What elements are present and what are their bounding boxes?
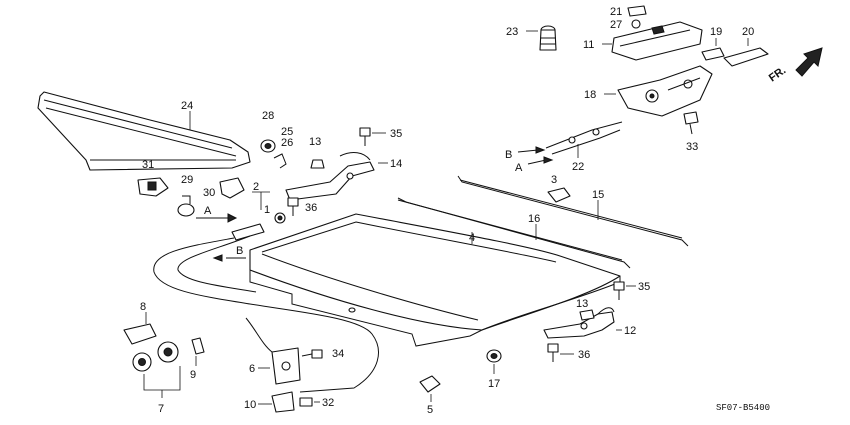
rear-spoiler[interactable] — [37, 91, 251, 171]
trunk-latch[interactable] — [245, 317, 301, 385]
bumper-17[interactable] — [486, 349, 502, 363]
cable-label-b-right: B — [505, 149, 512, 161]
trunk-opener-cable[interactable] — [153, 235, 379, 393]
bolt-35-upper[interactable] — [359, 127, 371, 146]
cable-label-b: B — [236, 245, 243, 257]
callout-4: 4 — [469, 232, 475, 244]
opener-cable-end[interactable] — [231, 212, 286, 241]
opener-cover-11[interactable] — [611, 21, 703, 61]
fuel-opener-23[interactable] — [539, 25, 557, 51]
callout-18: 18 — [584, 89, 596, 101]
callout-26: 26 — [281, 137, 293, 149]
callout-11: 11 — [583, 39, 594, 51]
callout-33: 33 — [686, 141, 698, 153]
spoiler-cap[interactable] — [260, 139, 276, 153]
latch-switch-10[interactable] — [271, 391, 295, 413]
callout-9: 9 — [190, 369, 196, 381]
clip-31[interactable] — [137, 177, 169, 197]
lever-20[interactable] — [723, 47, 769, 67]
diagram-code: SF07-B5400 — [716, 403, 770, 413]
clip-13-upper[interactable] — [310, 159, 325, 169]
bolt-34[interactable] — [301, 349, 323, 359]
callout-36-lower: 36 — [578, 349, 590, 361]
support-rod-16[interactable] — [397, 197, 631, 269]
bolt-36-lower[interactable] — [547, 343, 559, 362]
callout-29: 29 — [181, 174, 193, 186]
callout-34: 34 — [332, 348, 344, 360]
callout-35-lower: 35 — [638, 281, 650, 293]
callout-2: 2 — [253, 181, 259, 193]
callout-14: 14 — [390, 158, 402, 170]
cable-label-a: A — [204, 205, 212, 217]
callout-13-lower: 13 — [576, 298, 588, 310]
bolt-36-upper[interactable] — [287, 197, 299, 216]
callout-6: 6 — [249, 363, 255, 375]
screw-32[interactable] — [299, 397, 313, 407]
callout-15: 15 — [592, 189, 604, 201]
callout-19: 19 — [710, 26, 722, 38]
cushion-3[interactable] — [547, 187, 571, 203]
opener-cable-22[interactable] — [545, 121, 623, 155]
button-21[interactable] — [627, 5, 647, 17]
callout-20: 20 — [742, 26, 754, 38]
callout-12: 12 — [624, 325, 636, 337]
bolt-33[interactable] — [683, 111, 699, 135]
callout-30: 30 — [203, 187, 215, 199]
trunk-hinge-left[interactable] — [285, 152, 375, 201]
callout-21: 21 — [610, 6, 622, 18]
callout-5: 5 — [427, 404, 433, 416]
callout-17: 17 — [488, 378, 500, 390]
callout-24: 24 — [181, 100, 193, 112]
knob-19[interactable] — [701, 47, 725, 61]
cable-label-a-right: A — [515, 162, 523, 174]
callout-28: 28 — [262, 110, 274, 122]
callout-8: 8 — [140, 301, 146, 313]
callout-31: 31 — [142, 159, 154, 171]
front-direction-arrow: FR. — [767, 47, 823, 84]
callout-7: 7 — [158, 403, 164, 415]
spoiler-stud[interactable] — [273, 153, 287, 169]
clip-29[interactable] — [177, 195, 195, 217]
trunk-lid[interactable] — [249, 213, 621, 347]
callout-10: 10 — [244, 399, 256, 411]
bolt-35-lower[interactable] — [613, 281, 625, 300]
callout-22: 22 — [572, 161, 584, 173]
callout-1: 1 — [264, 204, 270, 216]
clip-5[interactable] — [419, 375, 441, 393]
key-cylinder-assembly[interactable] — [123, 323, 205, 372]
trunk-hinge-right[interactable] — [543, 307, 615, 339]
clip-13-lower[interactable] — [579, 309, 595, 321]
screw-27[interactable] — [631, 19, 641, 29]
support-rod-15[interactable] — [457, 175, 689, 247]
callout-13-upper: 13 — [309, 136, 321, 148]
callout-16: 16 — [528, 213, 540, 225]
callout-35-upper: 35 — [390, 128, 402, 140]
direction-label: FR. — [767, 64, 788, 84]
callout-27: 27 — [610, 19, 622, 31]
opener-mechanism-18[interactable] — [617, 65, 713, 117]
cable-holder-30[interactable] — [219, 177, 245, 199]
callout-36-upper: 36 — [305, 202, 317, 214]
callout-25: 25 — [281, 126, 293, 138]
callout-23: 23 — [506, 26, 518, 38]
callout-32: 32 — [322, 397, 334, 409]
callout-3: 3 — [551, 174, 557, 186]
